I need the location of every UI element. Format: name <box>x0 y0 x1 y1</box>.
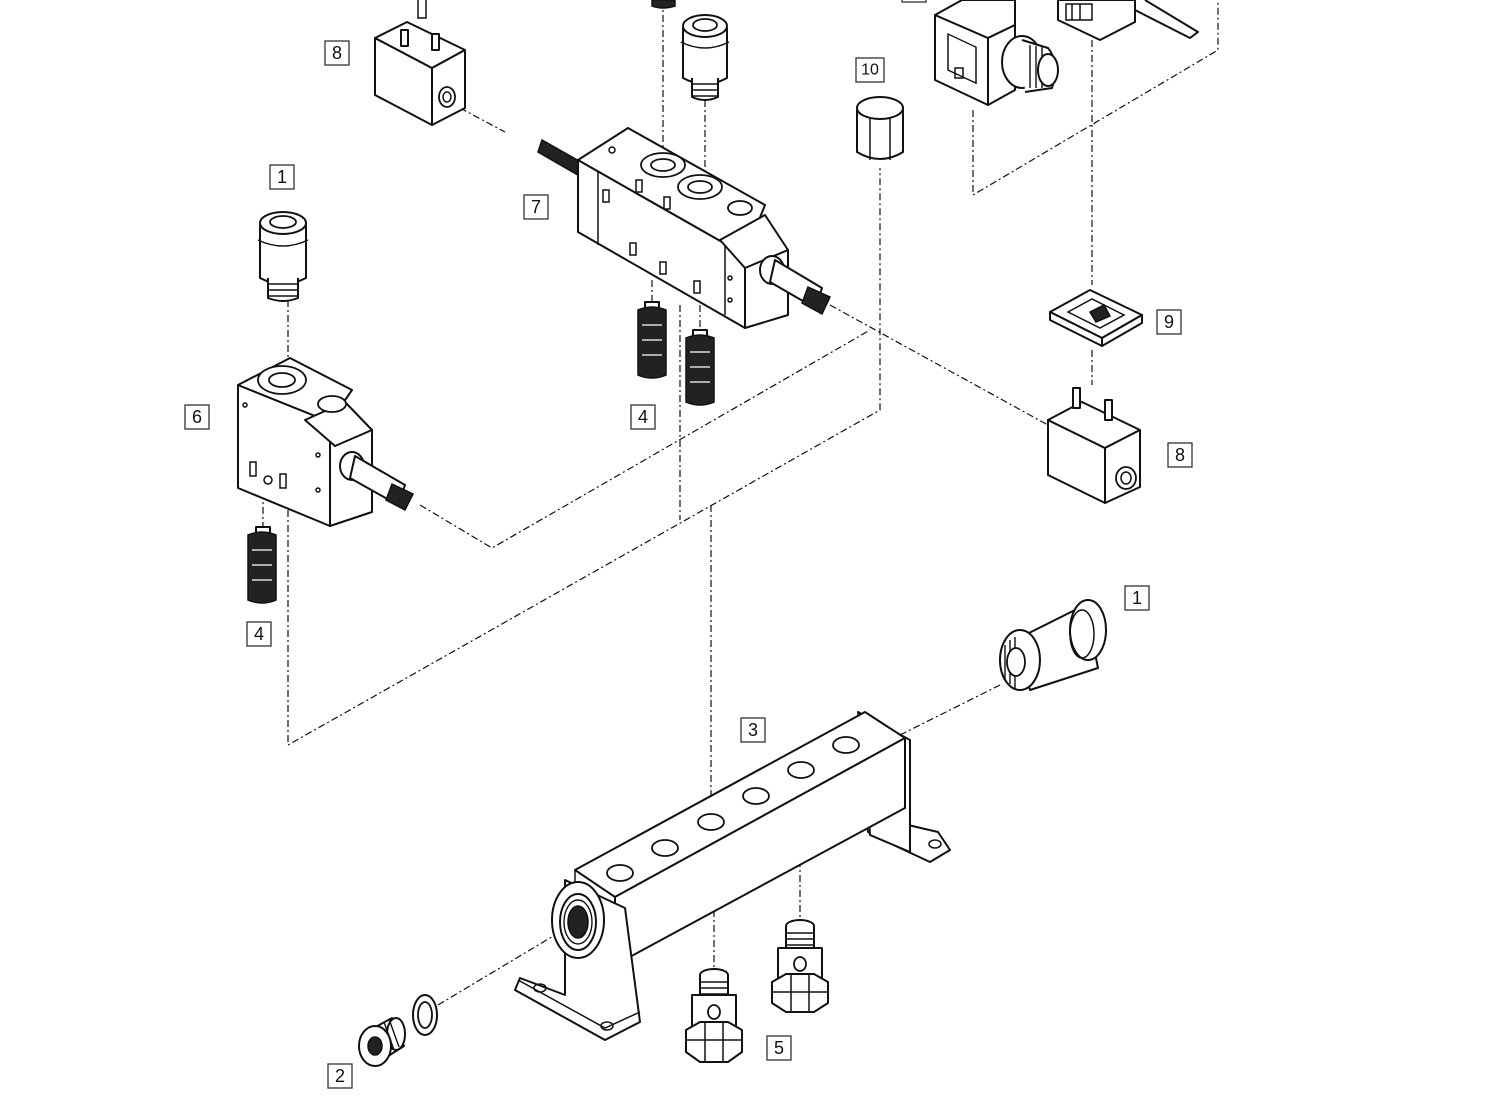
callout-6: 6 <box>184 404 210 430</box>
banjo-fitting-right <box>771 919 829 1013</box>
plug-with-cable-top-right <box>1057 0 1199 41</box>
callout-8-right-text: 8 <box>1175 445 1185 465</box>
silencer-center-right <box>685 329 715 406</box>
callout-8-top-left-text: 8 <box>332 43 342 63</box>
push-in-fitting-top-center <box>651 0 730 101</box>
callout-5-text: 5 <box>774 1038 784 1058</box>
callout-9: 9 <box>1156 309 1182 335</box>
callout-2: 2 <box>327 1063 353 1089</box>
silencer-center-left <box>637 301 667 379</box>
callout-1-right-text: 1 <box>1132 588 1142 608</box>
callout-3: 3 <box>740 717 766 743</box>
banjo-fitting-left <box>685 968 743 1063</box>
solenoid-valve-3-2 <box>237 357 415 527</box>
callout-10-text: 10 <box>861 62 879 79</box>
callout-4-left-text: 4 <box>254 624 264 644</box>
callout-1-right: 1 <box>1124 585 1150 611</box>
callout-9-text: 9 <box>1164 312 1174 332</box>
callout-4-left: 4 <box>246 621 272 647</box>
plug-socket-top-right <box>934 0 1059 106</box>
callout-6-text: 6 <box>192 407 202 427</box>
callout-3-text: 3 <box>748 720 758 740</box>
callout-4-center-text: 4 <box>638 407 648 427</box>
blanking-cap <box>856 96 904 160</box>
callout-1-top-left: 1 <box>269 164 295 190</box>
callout-2-text: 2 <box>335 1066 345 1086</box>
callout-8-right: 8 <box>1167 442 1193 468</box>
callout-7: 7 <box>523 194 549 220</box>
seal-gasket <box>1049 289 1143 347</box>
silencer-left <box>247 526 277 604</box>
callout-partial-top <box>901 0 927 3</box>
plug-screw-with-seal <box>358 994 438 1067</box>
push-in-fitting-right <box>999 599 1107 691</box>
leader-lines <box>262 0 1219 1006</box>
callout-1-top-left-text: 1 <box>277 167 287 187</box>
callout-4-center: 4 <box>630 404 656 430</box>
callout-8-top-left: 8 <box>324 40 350 66</box>
push-in-fitting-top-left <box>257 211 309 302</box>
callout-7-text: 7 <box>531 197 541 217</box>
solenoid-coil-right <box>1047 387 1141 504</box>
manifold-rail <box>514 711 951 1041</box>
callout-10: 10 <box>855 57 885 83</box>
solenoid-coil-top-left <box>374 0 466 126</box>
solenoid-valve-5-2 <box>537 127 832 329</box>
callout-5: 5 <box>766 1035 792 1061</box>
